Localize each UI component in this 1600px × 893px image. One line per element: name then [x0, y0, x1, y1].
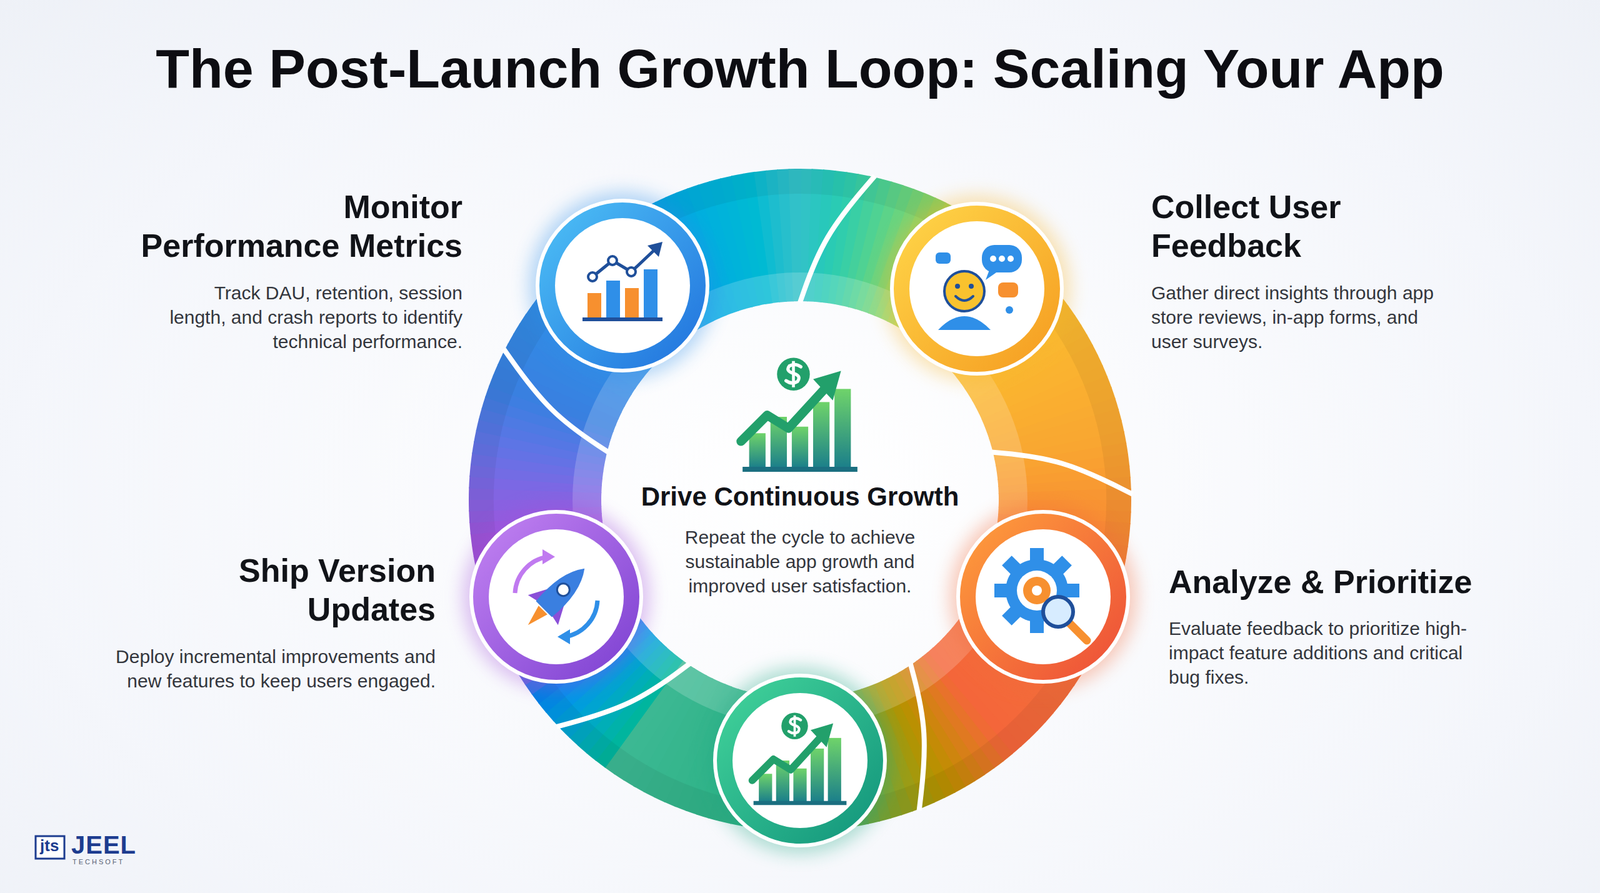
step-heading: Ship Version Updates: [198, 551, 436, 630]
illustration-part: [488, 529, 624, 665]
illustration-part: [1031, 585, 1042, 596]
step-block: Collect User FeedbackGather direct insig…: [1151, 187, 1502, 354]
logo-box: [35, 836, 65, 859]
illustration-part: [588, 272, 597, 282]
illustration-part: [471, 511, 642, 682]
illustration-part: [990, 255, 997, 262]
diagram-title: The Post-Launch Growth Loop: Scaling You…: [0, 38, 1600, 100]
logo-name: JEEL: [71, 832, 137, 858]
illustration-part: [998, 255, 1005, 262]
illustration-part: [955, 283, 960, 289]
center-hub: Drive Continuous GrowthRepeat the cycle …: [606, 481, 994, 599]
illustration-part: [1005, 306, 1014, 314]
illustration-part: [555, 218, 690, 354]
step-description: Repeat the cycle to achieve sustainable …: [668, 525, 932, 599]
illustration-part: [891, 203, 1062, 374]
illustration-part: [949, 503, 1137, 691]
illustration-part: [535, 560, 594, 618]
rocket-icon: [462, 503, 650, 691]
analysis-icon: [949, 503, 1137, 691]
illustration-part: [643, 269, 658, 319]
logo-tagline: TECHSOFT: [72, 858, 125, 866]
step-heading: Analyze & Prioritize: [1168, 562, 1472, 602]
illustration-part: [975, 529, 1111, 665]
illustration-part: [706, 666, 894, 855]
illustration-part: [523, 605, 548, 630]
ring-separator: [800, 176, 875, 303]
illustration-part: [968, 283, 974, 289]
step-heading: Monitor Performance Metrics: [138, 187, 463, 266]
step-description: Track DAU, retention, session length, an…: [156, 280, 463, 354]
step-description: Gather direct insights through app store…: [1151, 280, 1439, 354]
illustration-part: [1043, 596, 1074, 627]
illustration-part: [883, 195, 1071, 383]
illustration-part: [606, 280, 620, 319]
illustration-part: [958, 511, 1129, 682]
illustration-part: [732, 693, 868, 829]
illustration-part: [981, 245, 1022, 273]
loop-ring: [468, 168, 1133, 832]
center-growth-icon: [741, 358, 858, 470]
illustration-part: [537, 200, 708, 371]
illustration-part: [554, 581, 572, 599]
step-heading: Drive Continuous Growth: [641, 481, 960, 513]
illustration-part: [557, 629, 570, 645]
illustration-part: [647, 241, 663, 257]
illustration-part: [587, 293, 602, 319]
illustration-part: [994, 548, 1080, 634]
illustration-part: [752, 713, 847, 804]
step-description: Deploy incremental improvements and new …: [110, 644, 436, 694]
illustration-part: [715, 675, 885, 846]
illustration-part: [1007, 255, 1014, 262]
illustration-part: [608, 256, 617, 265]
step-block: Monitor Performance MetricsTrack DAU, re…: [112, 187, 463, 354]
illustration-part: [513, 553, 600, 641]
illustration-part: [935, 252, 951, 264]
illustration-part: [944, 271, 985, 312]
step-description: Evaluate feedback to prioritize high-imp…: [1168, 616, 1469, 690]
step-heading: Collect User Feedback: [1151, 187, 1414, 266]
illustration-part: [938, 316, 991, 330]
illustration-part: [592, 250, 654, 277]
illustration-part: [462, 503, 650, 691]
illustration-part: [955, 296, 974, 301]
illustration-part: [542, 549, 555, 565]
growth-icon: [706, 666, 894, 855]
illustration-part: [582, 317, 663, 322]
illustration-part: [626, 267, 636, 277]
illustration-part: [625, 288, 639, 319]
ring-separator: [991, 452, 1133, 495]
illustration-part: [1068, 621, 1087, 641]
feedback-icon: [883, 195, 1071, 383]
step-block: Analyze & PrioritizeEvaluate feedback to…: [1168, 562, 1569, 690]
metrics-icon: [528, 191, 717, 380]
illustration-part: [528, 191, 717, 380]
illustration-part: [998, 282, 1019, 298]
illustration-part: [985, 270, 999, 280]
ring-separator: [910, 663, 925, 811]
illustration-part: [909, 221, 1045, 357]
logo-mark: jts: [40, 837, 59, 854]
step-block: Ship Version UpdatesDeploy incremental i…: [60, 551, 436, 694]
ring-shade: [468, 168, 1132, 832]
